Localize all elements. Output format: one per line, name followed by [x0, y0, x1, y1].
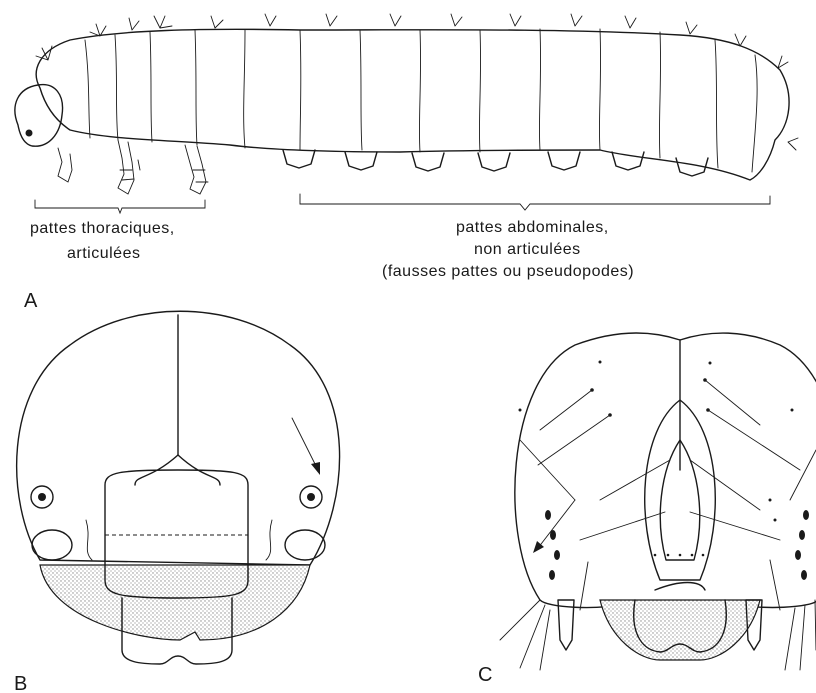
abdominal-legs-label-line1: pattes abdominales, — [456, 219, 609, 236]
abdominal-legs-label-line3: (fausses pattes ou pseudopodes) — [382, 263, 634, 280]
caterpillar-drawing — [15, 14, 798, 194]
head-capsule-setae-view — [500, 333, 816, 670]
panel-label-a: A — [24, 290, 38, 312]
head-capsule-front-view — [17, 311, 340, 664]
thoracic-legs-label-line1: pattes thoraciques, — [30, 220, 175, 237]
abdominal-legs-label-line2: non articulées — [474, 241, 581, 258]
thoracic-legs-label-line2: articulées — [67, 245, 140, 262]
thoracic-legs-bracket — [35, 200, 205, 213]
panel-label-b: B — [14, 673, 27, 693]
abdominal-legs-bracket — [300, 194, 770, 210]
panel-label-c: C — [478, 664, 492, 686]
